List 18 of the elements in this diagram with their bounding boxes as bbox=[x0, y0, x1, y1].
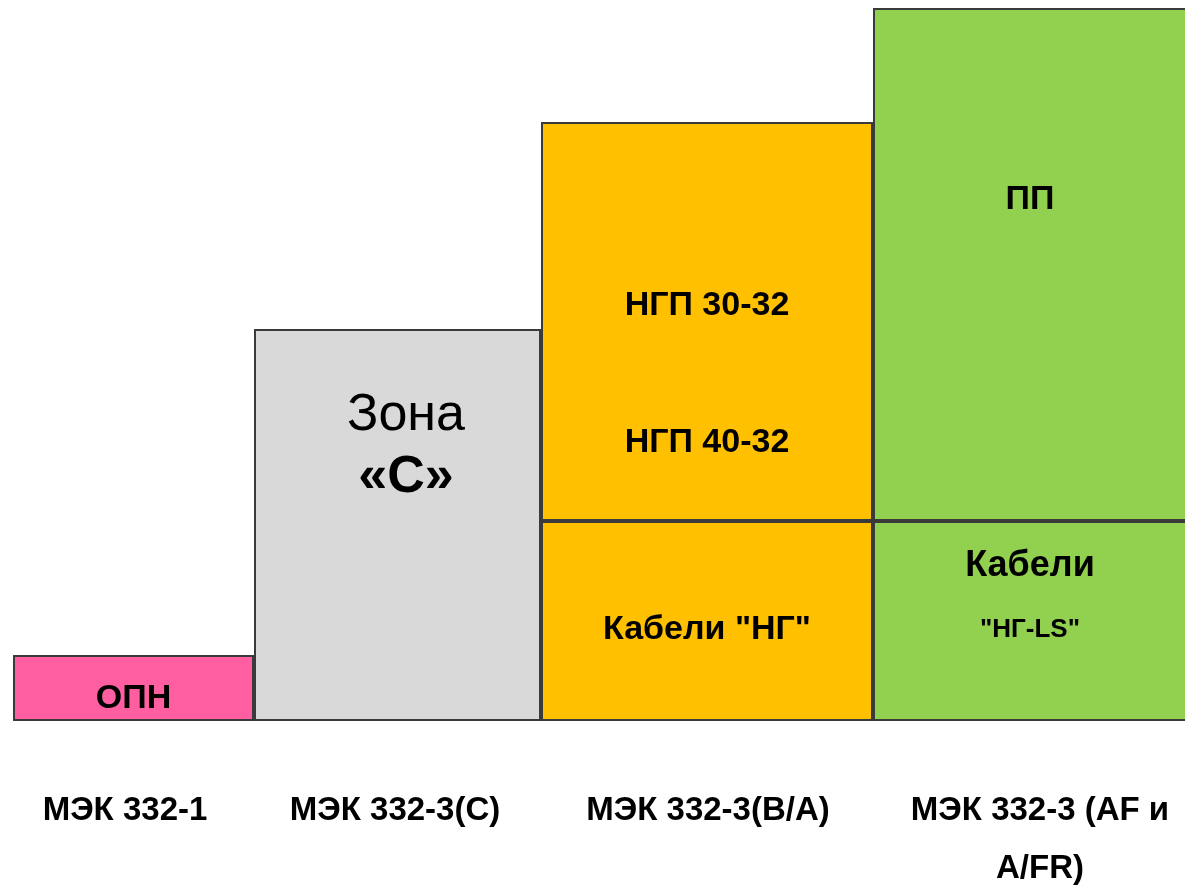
standard-label: МЭК 332-1 bbox=[41, 789, 209, 829]
category-bar bbox=[873, 8, 1185, 521]
category-bar bbox=[541, 122, 873, 521]
bar-label: НГП 30-32 bbox=[623, 284, 791, 323]
bar-label: ОПН bbox=[94, 677, 173, 716]
bar-label: "НГ-LS" bbox=[978, 613, 1082, 644]
standard-label: МЭК 332-3(С) bbox=[288, 789, 502, 829]
bar-label: Кабели "НГ" bbox=[602, 608, 812, 647]
bar-label: Зона «С» bbox=[346, 382, 466, 506]
category-bar bbox=[541, 521, 873, 721]
standard-label: МЭК 332-3 (AF и A/FR) bbox=[909, 789, 1171, 887]
zone-bar bbox=[254, 329, 541, 721]
category-bar bbox=[873, 521, 1185, 721]
bar-label: ПП bbox=[1004, 178, 1056, 217]
category-bar bbox=[13, 655, 254, 721]
bar-label: НГП 40-32 bbox=[623, 421, 791, 460]
bar-label: Кабели bbox=[964, 543, 1096, 585]
standard-label: МЭК 332-3(В/А) bbox=[585, 789, 831, 829]
